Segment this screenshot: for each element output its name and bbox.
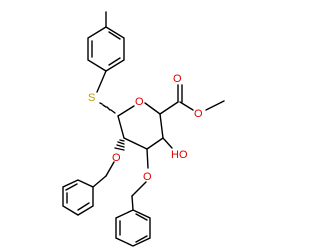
sulfur-atom: S [88,92,95,104]
hydroxyl-group: HO [171,149,188,161]
aryl-sulfur-bond [96,70,107,93]
tolyl-ring [87,26,125,72]
structure-diagram: S O O O HO O [62,11,225,247]
ester-oxygen-atom: O [194,108,203,120]
benzyloxy-oxygen-atom-1: O [112,152,121,164]
hydroxyl-bond [162,137,173,149]
benzyl-group-1 [62,161,115,216]
carbonyl-oxygen-atom: O [173,73,182,85]
benzyl-group-2 [115,181,151,247]
benzyloxy-oxygen-atom-2: O [143,171,152,183]
pyranose-ring [117,102,164,150]
anomeric-hashed-bond [99,102,116,114]
c2-hashed-bond [114,139,125,151]
methyl-ester-group [159,84,225,115]
c3-bond [146,148,149,169]
ring-oxygen-atom: O [135,96,144,108]
